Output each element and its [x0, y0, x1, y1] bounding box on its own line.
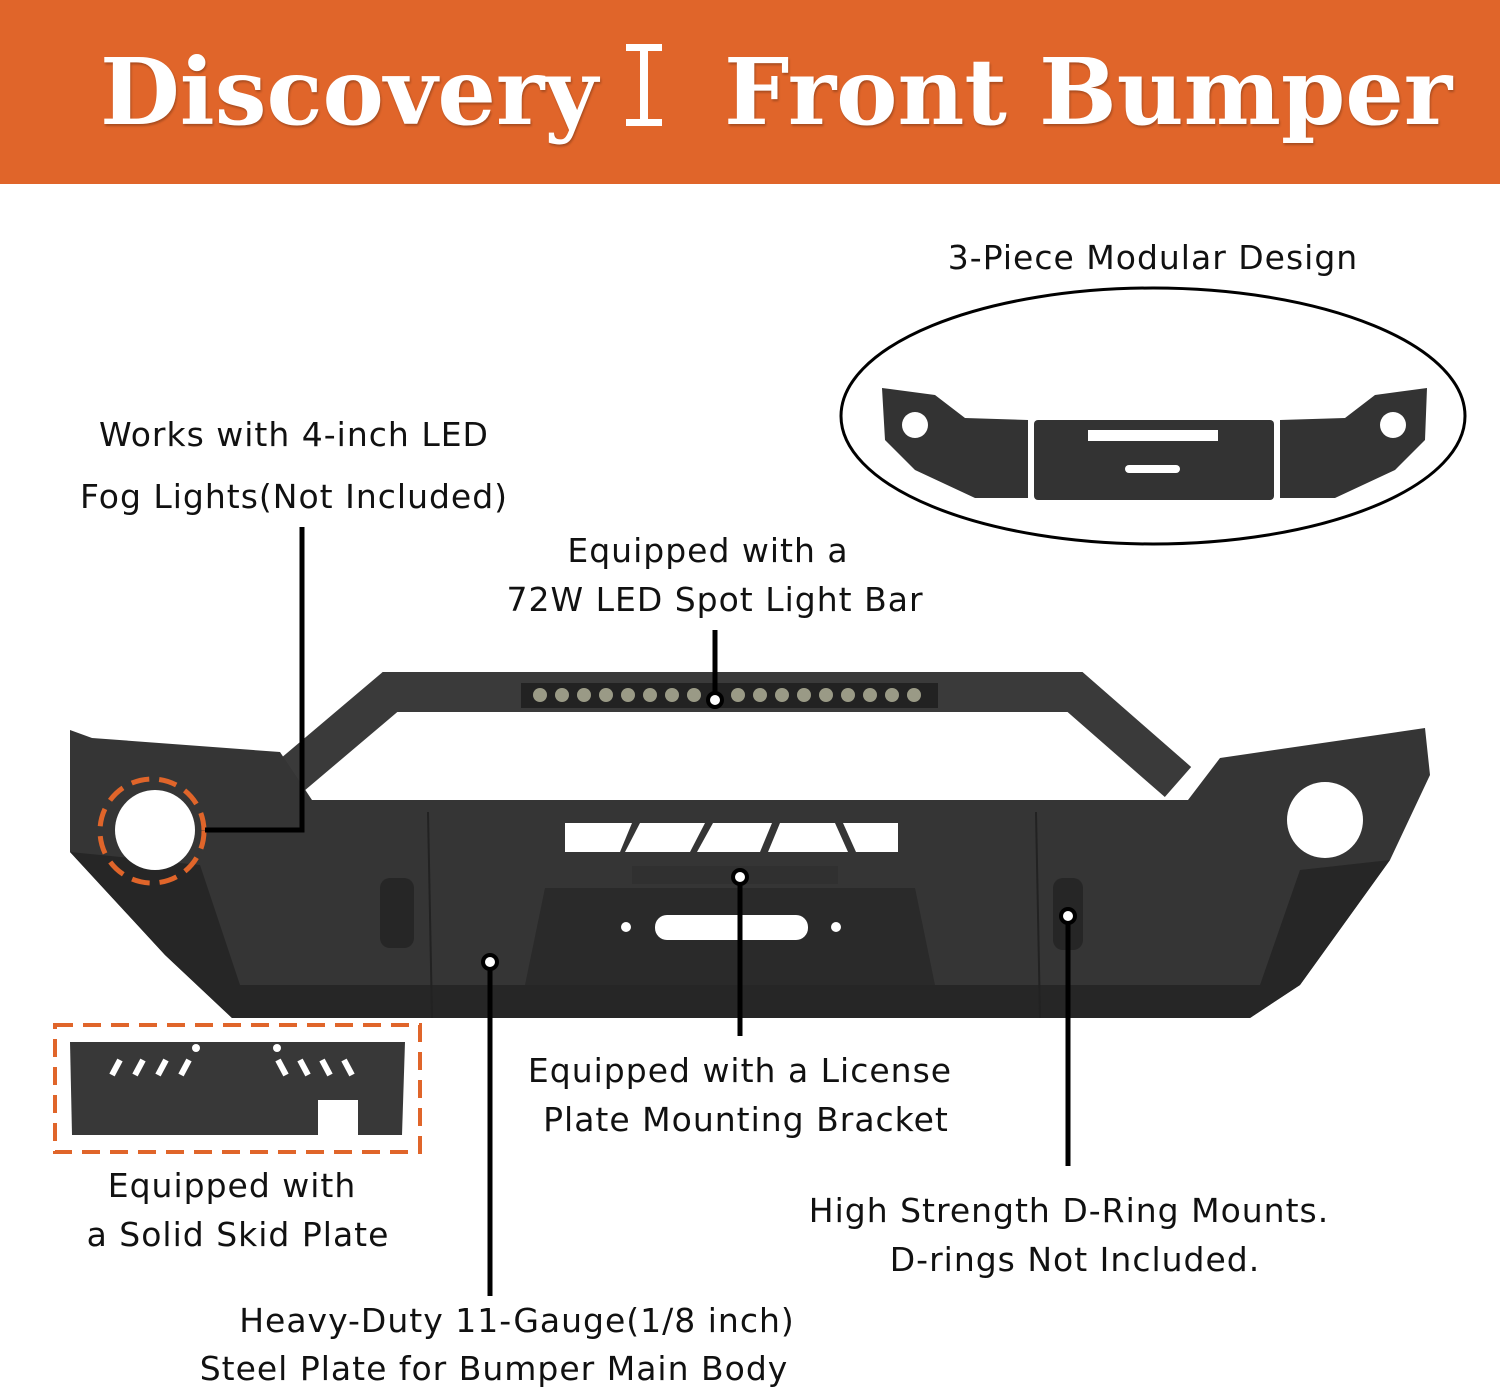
- light-bar-label-1: Equipped with a: [567, 531, 849, 570]
- brand-title: Discovery: [100, 38, 598, 146]
- modular-ellipse: [839, 286, 1467, 546]
- led-cells: [533, 688, 921, 702]
- modular-design-label: 3-Piece Modular Design: [947, 238, 1359, 277]
- skid-plate-highlight: [53, 1023, 422, 1154]
- d-ring-label-2: D-rings Not Included.: [889, 1240, 1261, 1279]
- license-label-1: Equipped with a License: [527, 1051, 953, 1090]
- d-ring-label-1: High Strength D-Ring Mounts.: [808, 1191, 1330, 1230]
- callout-dots: [481, 691, 1077, 971]
- leader-lines: [205, 527, 1071, 1296]
- steel-label-1: Heavy-Duty 11-Gauge(1/8 inch): [239, 1301, 795, 1340]
- product-title: Front Bumper: [724, 38, 1453, 146]
- fog-lights-label-1: Works with 4-inch LED: [99, 415, 489, 454]
- left-d-ring-mount: [380, 878, 414, 948]
- title-banner: Discovery Front Bumper: [0, 0, 1500, 184]
- left-fog-light-hole: [115, 790, 195, 870]
- light-bar-label-2: 72W LED Spot Light Bar: [506, 580, 924, 619]
- steel-label-2: Steel Plate for Bumper Main Body: [199, 1349, 789, 1388]
- fog-light-highlight: [97, 776, 207, 886]
- title-separator: [626, 44, 662, 126]
- skid-plate-label-1: Equipped with: [107, 1166, 357, 1205]
- vent-slots: [565, 823, 898, 852]
- right-fog-light-hole: [1287, 782, 1363, 858]
- license-label-2: Plate Mounting Bracket: [543, 1100, 949, 1139]
- modular-pieces: [882, 388, 1427, 500]
- fog-lights-label-2: Fog Lights(Not Included): [79, 477, 509, 516]
- skid-plate-label-2: a Solid Skid Plate: [86, 1215, 390, 1254]
